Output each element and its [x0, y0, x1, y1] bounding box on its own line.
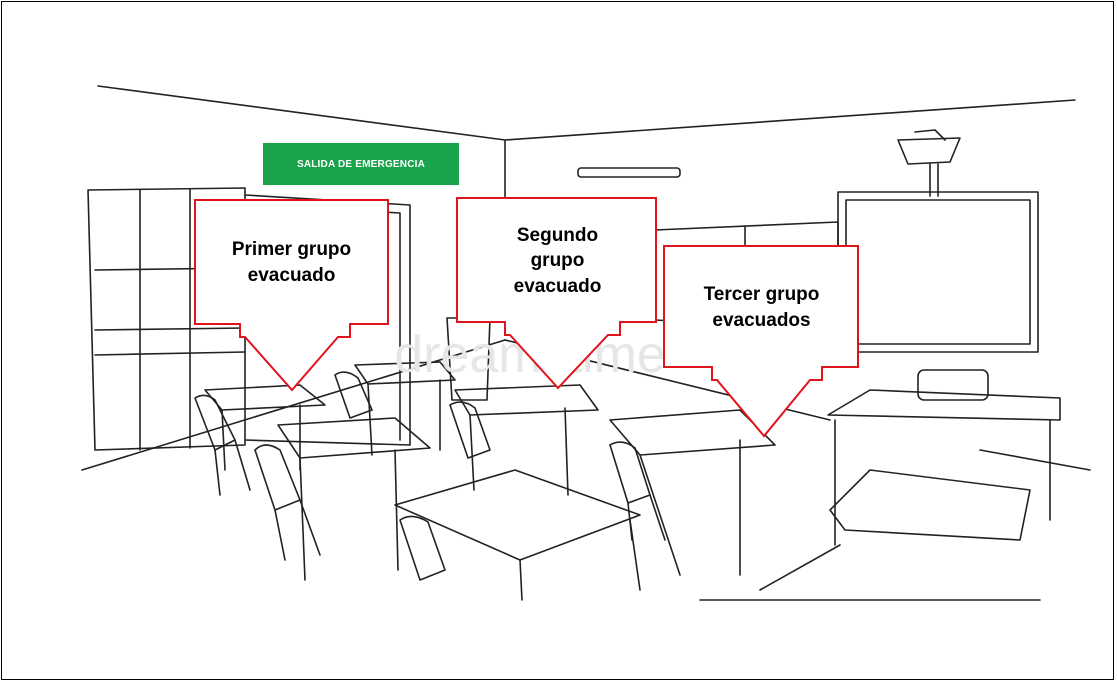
- ceiling-line: [97, 85, 1076, 141]
- desk: [354, 361, 456, 385]
- emergency-exit-sign: SALIDA DE EMERGENCIA: [263, 143, 459, 185]
- chair: [194, 394, 236, 451]
- desk: [454, 384, 599, 416]
- projector: [897, 137, 961, 165]
- callout-box-2: [456, 197, 657, 390]
- chair: [334, 371, 373, 419]
- callout-box-1: [194, 199, 389, 392]
- chair: [399, 515, 446, 581]
- desk: [277, 417, 431, 459]
- callout-label-3: Tercer grupo evacuados: [703, 284, 820, 331]
- desk: [204, 384, 326, 411]
- callout-label-2: Segundo grupo evacuado: [513, 224, 602, 297]
- callout-label-1: Primer grupo evacuado: [231, 239, 352, 286]
- desk: [609, 409, 776, 456]
- chair: [449, 401, 491, 459]
- cabinet: [87, 187, 246, 451]
- desk: [394, 469, 641, 561]
- ceiling-light: [577, 167, 681, 178]
- chair: [609, 441, 651, 504]
- teacher-desk: [827, 389, 1061, 421]
- callout-box-3: [663, 245, 859, 438]
- whiteboard: [837, 191, 1039, 353]
- desk: [829, 469, 1031, 541]
- chair: [254, 444, 301, 511]
